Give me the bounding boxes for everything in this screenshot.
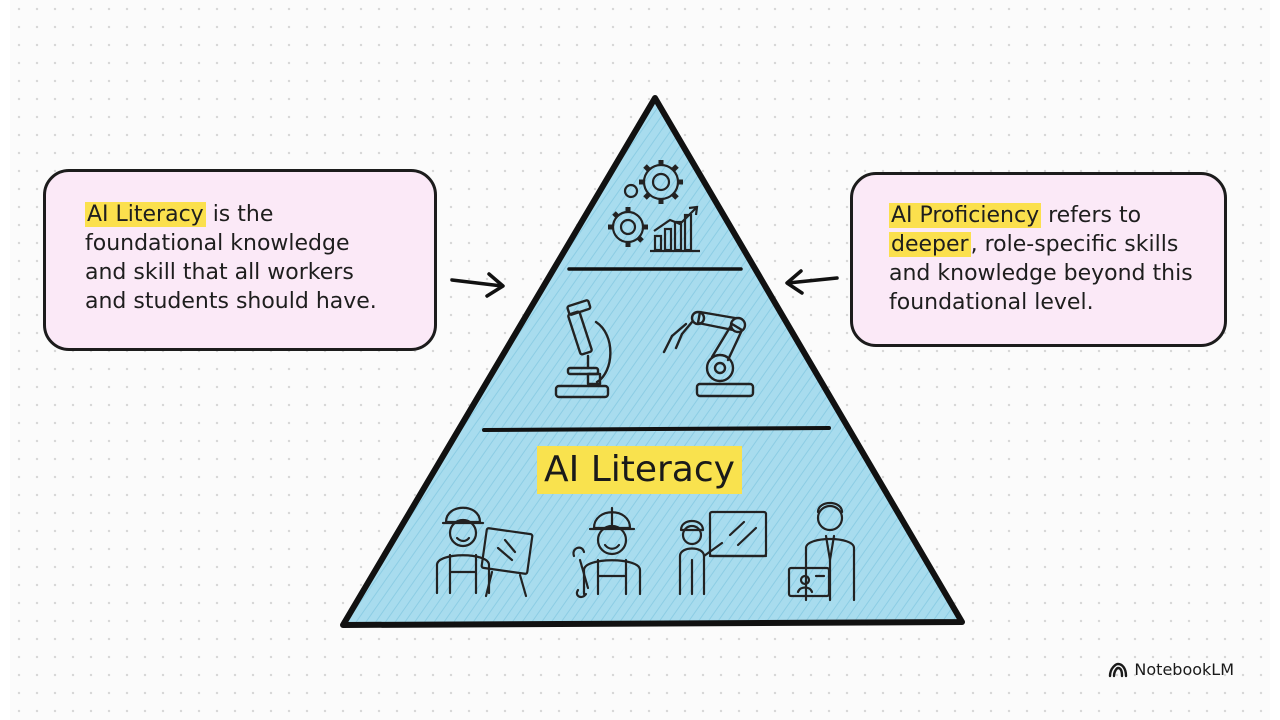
worker-with-wrench-icon <box>572 506 642 599</box>
robotic-arm-icon <box>662 310 755 398</box>
pyramid-triangle <box>340 95 965 628</box>
ai-proficiency-callout: AI Proficiency refers to deeper, role-sp… <box>850 172 1227 347</box>
callout-text: foundational level. <box>889 290 1094 315</box>
gears-icon <box>608 160 683 247</box>
highlight-deeper: deeper <box>889 232 971 257</box>
callout-text: and skill that all workers <box>85 260 354 285</box>
pyramid-base-label: AI Literacy <box>537 446 742 494</box>
callout-text: , role-specific skills <box>970 232 1179 257</box>
callout-text: foundational knowledge <box>85 231 350 256</box>
callout-text: and students should have. <box>85 289 377 314</box>
highlight-ai-literacy: AI Literacy <box>85 202 206 227</box>
brand-name: NotebookLM <box>1134 660 1234 679</box>
microscope-icon <box>554 299 612 399</box>
arrow-left-icon <box>785 269 839 295</box>
arrow-right-icon <box>450 272 505 298</box>
office-worker-icon <box>787 501 856 602</box>
notebooklm-logo-icon <box>1109 662 1128 677</box>
worker-with-easel-icon <box>435 506 534 598</box>
tier-divider-bottom <box>482 426 831 432</box>
teacher-at-board-icon <box>678 510 768 596</box>
callout-text: refers to <box>1041 203 1142 228</box>
callout-text: is the <box>205 202 274 227</box>
bar-chart-icon <box>650 205 700 253</box>
notebooklm-brand: NotebookLM <box>1108 660 1234 679</box>
highlight-ai-proficiency: AI Proficiency <box>889 203 1042 228</box>
callout-text: and knowledge beyond this <box>889 261 1193 286</box>
ai-literacy-callout: AI Literacy is the foundational knowledg… <box>43 169 437 351</box>
